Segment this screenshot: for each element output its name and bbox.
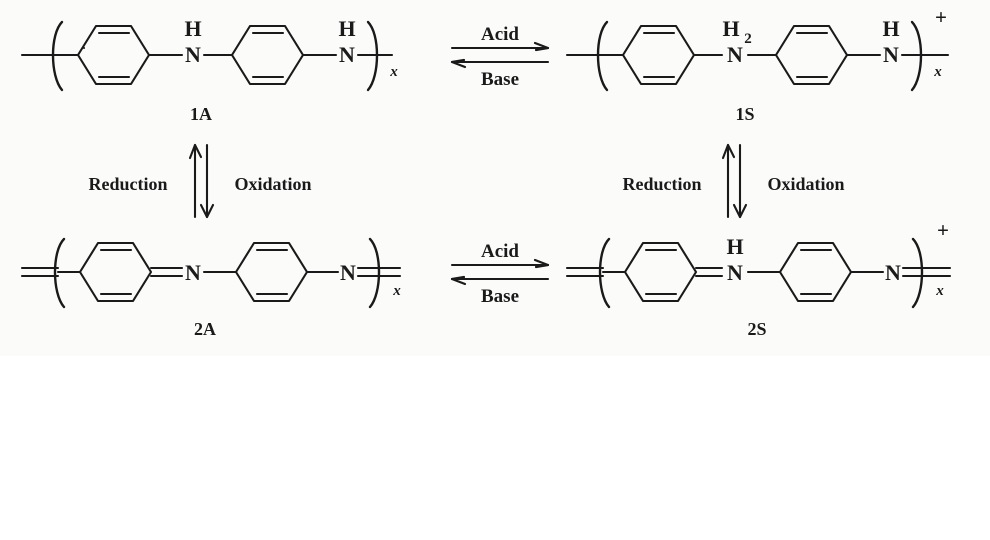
atom-label-n: N bbox=[727, 260, 743, 285]
arrow-label-oxidation: Oxidation bbox=[234, 174, 311, 194]
charge-plus: + bbox=[937, 218, 949, 242]
atom-label-n: N bbox=[340, 260, 356, 285]
structure-label-1S: 1S bbox=[735, 104, 754, 124]
arrow-redox-left bbox=[188, 143, 215, 219]
atom-label-h: H bbox=[722, 16, 739, 41]
charge-plus: + bbox=[935, 5, 947, 29]
atom-label-h: H bbox=[726, 234, 743, 259]
repeat-subscript-x: x bbox=[392, 283, 401, 299]
structure-label-1A: 1A bbox=[190, 104, 212, 124]
atom-label-n: N bbox=[185, 42, 201, 67]
atom-label-n: N bbox=[185, 260, 201, 285]
structure-2S bbox=[565, 237, 952, 309]
atom-label-h2-subscript: 2 bbox=[744, 31, 752, 47]
structure-1S bbox=[565, 20, 950, 92]
structure-label-2S: 2S bbox=[747, 319, 766, 339]
structure-1A bbox=[20, 20, 394, 92]
arrow-label-base: Base bbox=[481, 286, 519, 307]
scheme-svg: N H N H x 1A N H 2 N H x + 1S N N x 2A bbox=[20, 5, 952, 339]
reaction-scheme: N H N H x 1A N H 2 N H x + 1S N N x 2A bbox=[20, 5, 952, 339]
structure-label-2A: 2A bbox=[194, 319, 216, 339]
arrow-label-base: Base bbox=[481, 69, 519, 90]
atom-label-n: N bbox=[883, 42, 899, 67]
arrow-acid-base-bottom bbox=[450, 258, 550, 286]
atom-label-n: N bbox=[339, 42, 355, 67]
arrow-label-acid: Acid bbox=[481, 24, 519, 45]
repeat-subscript-x: x bbox=[933, 64, 942, 80]
repeat-subscript-x: x bbox=[389, 64, 398, 80]
arrow-acid-base-top bbox=[450, 41, 550, 69]
arrow-redox-right bbox=[721, 143, 748, 219]
atom-label-h: H bbox=[184, 16, 201, 41]
atom-label-h: H bbox=[338, 16, 355, 41]
repeat-subscript-x: x bbox=[935, 283, 944, 299]
atom-label-h: H bbox=[882, 16, 899, 41]
arrow-label-reduction: Reduction bbox=[622, 174, 701, 194]
atom-label-n: N bbox=[885, 260, 901, 285]
atom-label-n: N bbox=[727, 42, 743, 67]
arrow-label-acid: Acid bbox=[481, 241, 519, 262]
arrow-label-reduction: Reduction bbox=[88, 174, 167, 194]
arrow-label-oxidation: Oxidation bbox=[767, 174, 844, 194]
structure-2A bbox=[20, 237, 402, 309]
